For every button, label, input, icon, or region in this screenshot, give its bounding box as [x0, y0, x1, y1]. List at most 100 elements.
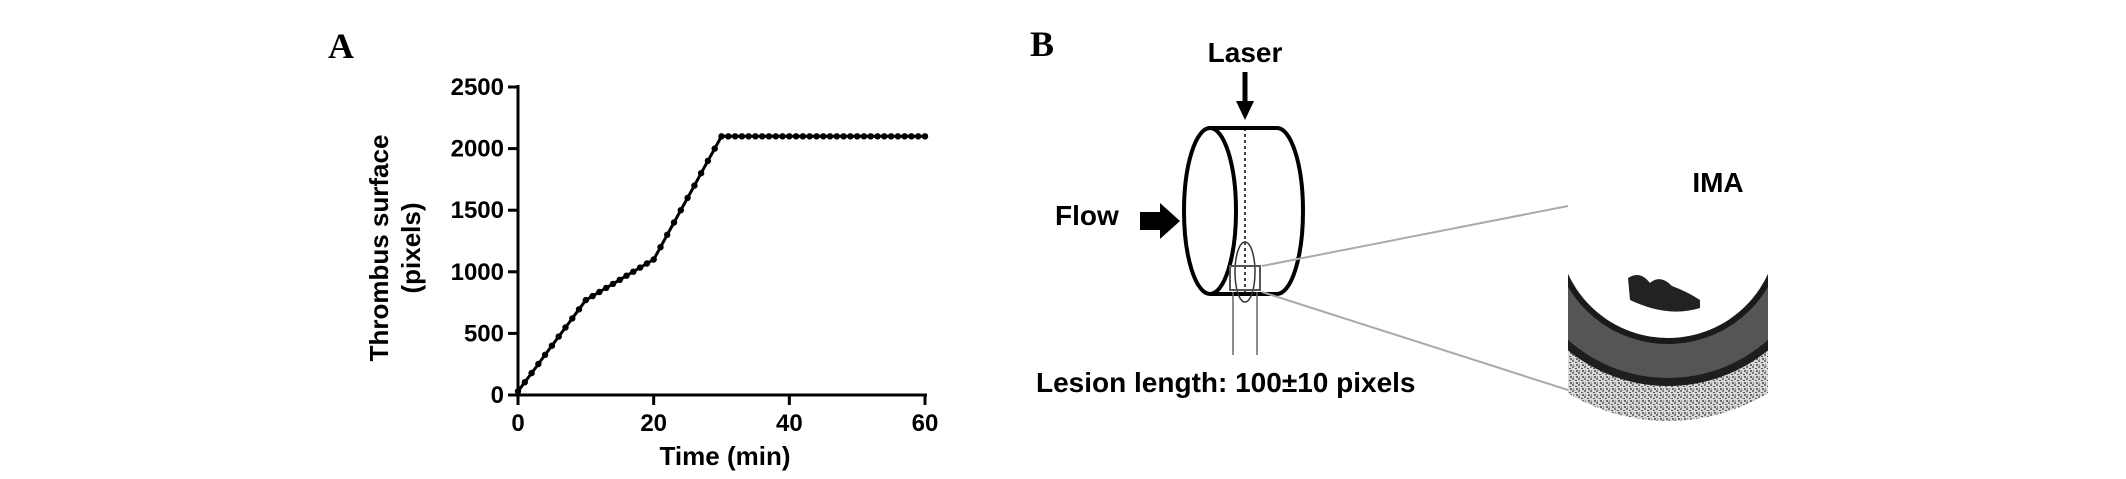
y-tick-label: 1500 [451, 197, 504, 224]
data-point [555, 333, 562, 340]
data-point [521, 379, 528, 386]
data-point [820, 133, 827, 140]
data-point [759, 133, 766, 140]
y-tick-label: 0 [491, 382, 504, 409]
data-point [603, 284, 610, 292]
y-axis-title-line2: (pixels) [396, 202, 426, 293]
data-point [881, 133, 888, 140]
data-point [765, 133, 773, 140]
y-axis-title: Thrombus surface (pixels) [364, 135, 426, 362]
y-tick-label: 500 [464, 320, 504, 347]
data-point [833, 133, 840, 140]
data-point [738, 133, 746, 140]
data-point [548, 342, 556, 349]
zoom-line-top [1261, 205, 1569, 267]
data-point [630, 268, 637, 275]
data-point [867, 133, 874, 140]
data-point [609, 280, 617, 288]
data-point [569, 315, 576, 322]
y-axis-ticks: 0 500 1000 1500 2000 2500 [451, 74, 518, 409]
x-tick-label: 60 [912, 410, 939, 437]
data-point [901, 133, 908, 140]
data-point [826, 133, 834, 140]
data-point [541, 351, 549, 358]
cylinder-front-face [1182, 126, 1238, 296]
data-point [745, 133, 752, 140]
data-point [535, 360, 542, 368]
data-point [847, 133, 854, 140]
flow-label: Flow [1055, 200, 1119, 231]
data-point [697, 170, 705, 177]
x-tick-label: 40 [776, 410, 803, 437]
data-point [514, 388, 522, 395]
data-point [670, 219, 678, 226]
flow-arrow [1140, 203, 1180, 239]
data-point [623, 272, 630, 279]
data-point [711, 145, 718, 152]
vessel-diagram: Laser Flow Lesion length: 100±10 pixels … [1036, 37, 1768, 421]
ima-thrombus [1628, 274, 1700, 312]
data-point [799, 133, 807, 140]
x-tick-label: 0 [511, 410, 524, 437]
y-tick-label: 1000 [451, 259, 504, 286]
data-point [908, 133, 915, 140]
data-point [860, 133, 868, 140]
data-point [562, 324, 569, 331]
data-point [528, 369, 535, 377]
data-point [840, 133, 847, 140]
data-point [616, 276, 623, 283]
data-point [664, 231, 671, 238]
ima-lumen [1568, 218, 1768, 338]
data-point [894, 133, 902, 140]
y-axis-title-line1: Thrombus surface [364, 135, 394, 362]
x-axis-title: Time (min) [660, 441, 791, 471]
data-point [691, 182, 698, 189]
data-point [772, 133, 779, 140]
panel-b-label: B [1030, 24, 1054, 64]
panel-a-label: A [328, 26, 354, 66]
data-point [921, 133, 929, 140]
laser-label: Laser [1208, 37, 1283, 68]
data-point [725, 133, 732, 140]
lesion-box [1229, 265, 1261, 291]
data-point [915, 133, 922, 140]
data-point [731, 133, 739, 140]
data-point [806, 133, 813, 140]
series-points [514, 133, 929, 395]
data-point [718, 133, 725, 140]
data-point [677, 207, 684, 214]
series-line [516, 134, 925, 393]
zoom-line-bottom [1261, 291, 1569, 391]
vessel-cylinder [1182, 126, 1305, 355]
ima-label: IMA [1692, 167, 1743, 198]
data-point [792, 133, 800, 140]
data-point [650, 256, 657, 263]
data-point [854, 133, 861, 140]
cylinder-back-rim [1276, 126, 1305, 296]
data-point [643, 260, 651, 267]
data-point [813, 133, 820, 140]
data-point [684, 194, 691, 202]
x-axis-ticks: 0 20 40 60 [511, 395, 938, 437]
data-point [589, 292, 596, 300]
data-point [657, 244, 664, 251]
lesion-length-label: Lesion length: 100±10 pixels [1036, 367, 1416, 398]
data-point [887, 133, 895, 140]
ima-cross-section [1568, 218, 1768, 421]
data-point [596, 288, 603, 296]
laser-arrow-head [1236, 101, 1254, 120]
data-point [779, 133, 786, 140]
x-tick-label: 20 [640, 410, 667, 437]
y-tick-label: 2000 [451, 136, 504, 163]
lesion-ellipse [1234, 241, 1256, 303]
data-point [636, 264, 644, 271]
data-point [704, 157, 712, 165]
data-point [575, 306, 583, 313]
data-point [582, 296, 589, 304]
data-point [874, 133, 881, 140]
y-tick-label: 2500 [451, 74, 504, 101]
data-point [786, 133, 793, 140]
data-point [752, 133, 759, 140]
